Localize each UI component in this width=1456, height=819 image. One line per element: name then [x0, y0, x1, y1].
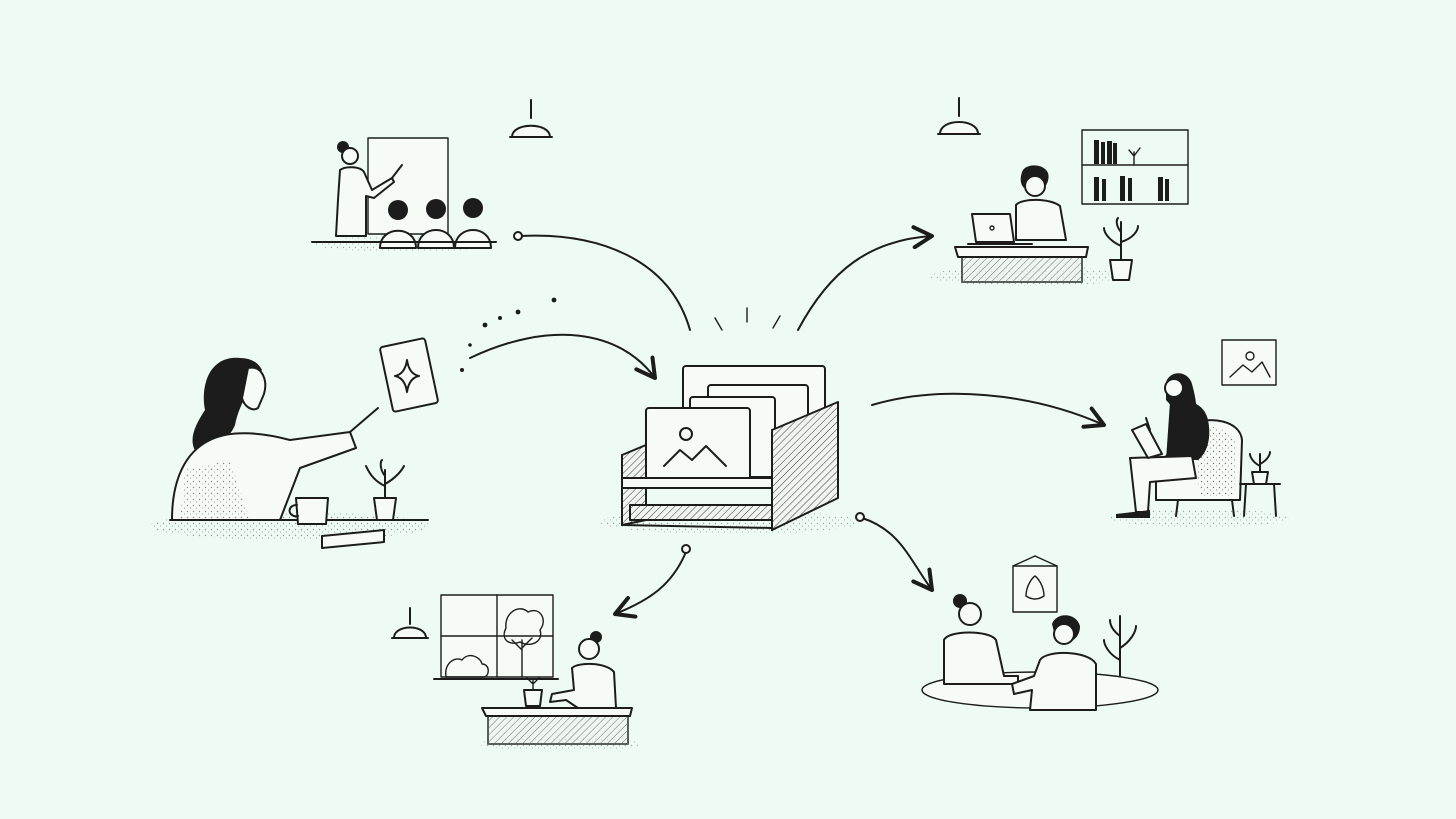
- arrow-hub-to-meeting: [861, 517, 934, 592]
- image-landscape-icon: [645, 407, 751, 481]
- laptop-icon: [967, 213, 1033, 245]
- tree-icon: [503, 608, 544, 678]
- motion-dots: [460, 297, 557, 372]
- arrow-start-dot: [513, 231, 523, 241]
- plant-icon: [365, 459, 405, 521]
- arrow-hub-to-laptop: [797, 225, 934, 331]
- plant-icon: [1103, 615, 1137, 677]
- arrow-woman-to-hub: [469, 333, 657, 380]
- person-working-on-laptop: [930, 97, 1189, 286]
- image-landscape-icon: [1221, 339, 1277, 386]
- plant-icon: [1249, 451, 1271, 485]
- students: [379, 198, 492, 249]
- arrow-start-dot: [855, 512, 865, 522]
- woman-sharing-image-card: [150, 337, 439, 549]
- image-landscape-icon: [1012, 555, 1058, 613]
- pendant-lamp-icon: [509, 99, 553, 138]
- woman-at-desk-by-window: [391, 594, 640, 751]
- coffee-mug-icon: [288, 497, 329, 525]
- bookshelf-icon: [1081, 129, 1189, 205]
- pendant-lamp-icon: [391, 607, 429, 639]
- highlight-ticks: [714, 307, 781, 331]
- arrow-teacher-to-hub: [519, 234, 691, 331]
- woman-in-armchair-writing: [1110, 339, 1290, 527]
- sparkle-icon: [394, 359, 420, 393]
- connector-arrows: [460, 225, 1106, 619]
- hub-image-file-box: [600, 365, 860, 534]
- arrow-hub-to-armchair: [871, 392, 1106, 429]
- two-people-meeting: [921, 555, 1159, 711]
- teacher-at-whiteboard: [311, 99, 553, 252]
- arrow-hub-to-desk: [613, 551, 687, 619]
- pendant-lamp-icon: [937, 97, 981, 135]
- plant-icon: [1103, 217, 1139, 281]
- arrow-start-dot: [681, 544, 691, 554]
- plant-icon: [523, 677, 543, 707]
